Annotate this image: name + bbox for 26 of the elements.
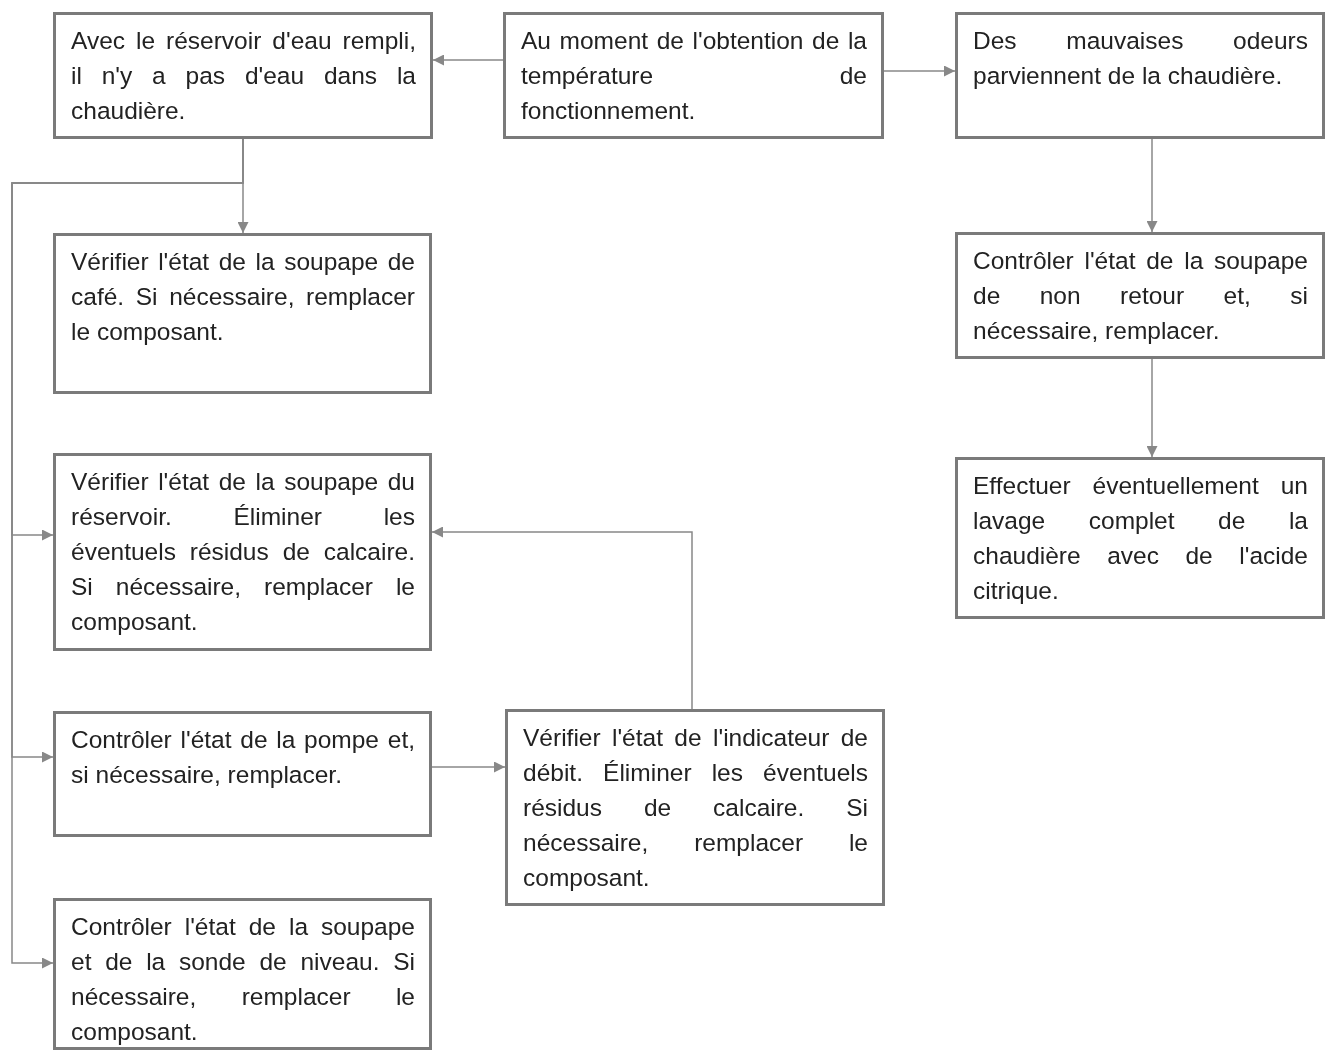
arrow bbox=[1146, 358, 1158, 458]
box-text: Contrôler l'état de la pompe et, si nécessaire, remplacer. bbox=[71, 725, 415, 790]
process-box bbox=[503, 12, 884, 139]
arrow bbox=[432, 54, 504, 66]
box-text: Contrôler l'état de la soupape de non retour et, si nécessaire, remplacer. bbox=[973, 246, 1308, 346]
process-box bbox=[53, 711, 432, 837]
process-box bbox=[955, 232, 1325, 359]
arrow bbox=[431, 761, 506, 773]
box-text: Avec le réservoir d'eau rempli, il n'y a pas d'eau dans la chaudière. bbox=[71, 26, 416, 126]
process-box bbox=[53, 453, 432, 651]
box-text: Vérifier l'état de l'indicateur de débit. Éliminer les éventuels résidus de calcaire. Si nécessaire, remplacer le composant. bbox=[523, 723, 868, 893]
arrow bbox=[883, 65, 956, 77]
box-text: Des mauvaises odeurs parviennent de la chaudière. bbox=[973, 26, 1308, 91]
arrow bbox=[1146, 138, 1158, 233]
process-box bbox=[53, 898, 432, 1050]
process-box bbox=[955, 12, 1325, 139]
box-text: Vérifier l'état de la soupape de café. Si nécessaire, remplacer le composant. bbox=[71, 247, 415, 347]
box-text: Au moment de l'obtention de la température de fonctionnement. bbox=[521, 26, 867, 126]
box-text: Effectuer éventuellement un lavage complet de la chaudière avec de l'acide citrique. bbox=[973, 471, 1308, 606]
process-box bbox=[955, 457, 1325, 619]
box-text: Contrôler l'état de la soupape et de la sonde de niveau. Si nécessaire, remplacer le composant. bbox=[71, 912, 415, 1047]
arrow bbox=[431, 526, 693, 710]
process-box bbox=[53, 233, 432, 394]
box-text: Vérifier l'état de la soupape du réservoir. Éliminer les éventuels résidus de calcaire. Si nécessaire, remplacer le composant. bbox=[71, 467, 415, 637]
process-box bbox=[505, 709, 885, 906]
process-box bbox=[53, 12, 433, 139]
